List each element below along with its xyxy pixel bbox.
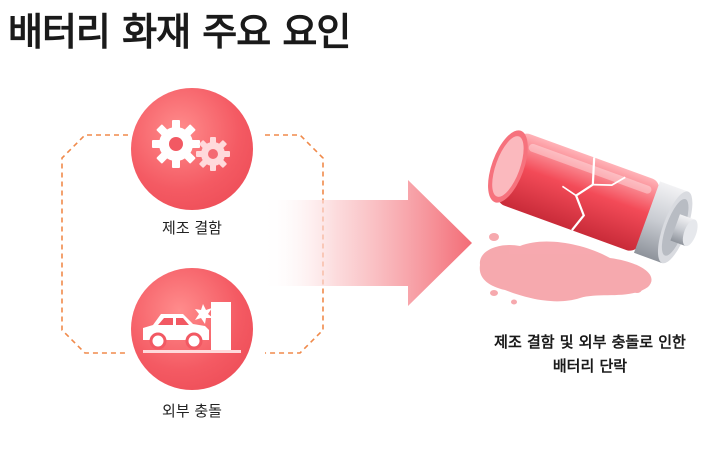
car-crash-icon: [143, 302, 241, 353]
result-label-line1: 제조 결함 및 외부 충돌로 인한: [494, 333, 686, 351]
external-collision-label: 외부 충돌: [162, 402, 222, 420]
result-label: 제조 결함 및 외부 충돌로 인한 배터리 단락: [470, 330, 710, 378]
page-title: 배터리 화재 주요 요인: [8, 10, 351, 54]
leak-puddle: [479, 233, 652, 305]
gears-icon: [152, 120, 230, 171]
external-collision-circle: [131, 268, 253, 390]
manufacturing-defect-circle: [131, 88, 253, 210]
result-label-line2: 배터리 단락: [552, 357, 628, 375]
manufacturing-defect-label: 제조 결함: [162, 219, 222, 237]
